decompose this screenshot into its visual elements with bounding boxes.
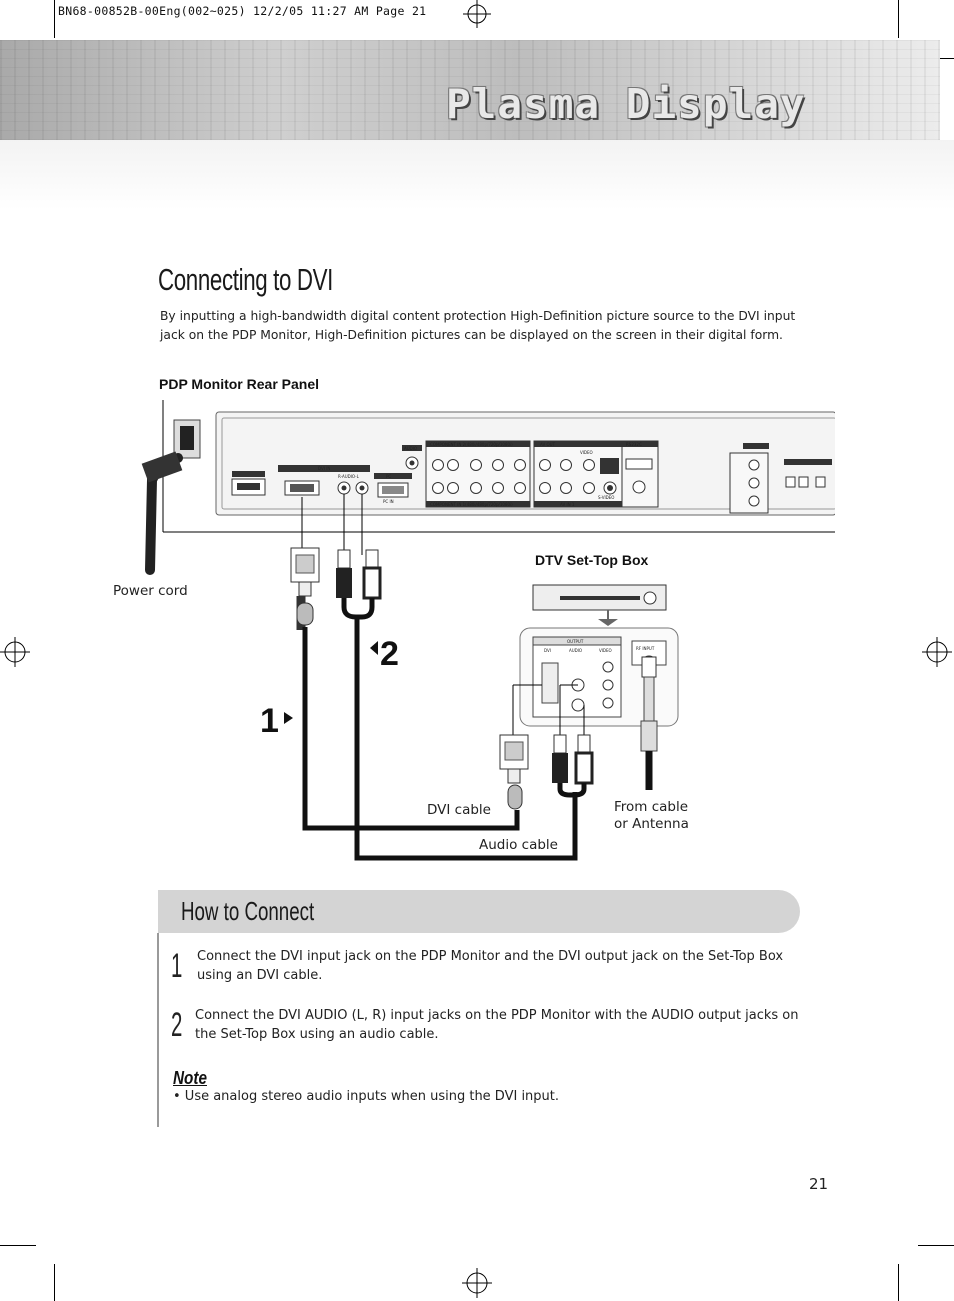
page-title: Connecting to DVI xyxy=(158,262,334,297)
rca-plugs-monitor xyxy=(336,549,382,620)
registration-mark-icon xyxy=(463,0,491,28)
power-cord xyxy=(141,451,183,575)
connection-diagram: HDMI IN DVI IN R-AUDIO-L PC PC IN AUDIO … xyxy=(141,400,835,861)
stb-rf-input-label: RF INPUT xyxy=(636,646,655,651)
av-in-label: AV IN 1 xyxy=(560,502,575,507)
dvi-plug-monitor xyxy=(290,547,320,630)
page-number: 21 xyxy=(809,1175,829,1193)
intro-paragraph: By inputting a high-bandwidth digital co… xyxy=(160,309,796,342)
note-title: Note xyxy=(173,1068,207,1088)
callout-1: 1 xyxy=(260,702,279,740)
dvi-cable-label: DVI cable xyxy=(427,802,491,818)
banner-fade xyxy=(0,140,954,210)
section-rule xyxy=(157,933,159,1127)
step-number: 1 xyxy=(171,947,183,985)
step-text: Connect the DVI input jack on the PDP Mo… xyxy=(197,949,784,983)
note-item: • Use analog stereo audio inputs when us… xyxy=(173,1089,560,1104)
dvi-plug-stb xyxy=(499,734,529,810)
rear-panel-label: PDP Monitor Rear Panel xyxy=(159,376,320,392)
stb-audio-label: AUDIO xyxy=(569,648,582,653)
rs232c-label: RS232C xyxy=(626,442,642,447)
step-number: 2 xyxy=(171,1006,183,1044)
registration-mark-icon xyxy=(0,637,30,667)
callout-2: 2 xyxy=(380,635,399,673)
pc-label: PC xyxy=(386,474,391,479)
crop-mark xyxy=(898,1264,899,1301)
antenna-label-2: or Antenna xyxy=(614,816,689,832)
video-label: VIDEO xyxy=(580,450,593,455)
section-header-bar xyxy=(158,890,800,933)
audio-cable-label: Audio cable xyxy=(479,837,558,853)
antenna-cable xyxy=(640,656,658,790)
power-cord-label: Power cord xyxy=(113,583,188,599)
step-text: Connect the DVI AUDIO (L, R) input jacks… xyxy=(195,1008,799,1042)
dvi-audio-label: R-AUDIO-L xyxy=(338,474,360,479)
print-slug: BN68-00852B-00Eng(002~025) 12/2/05 11:27… xyxy=(58,4,427,18)
rca-plugs-stb xyxy=(552,734,594,798)
stb-video-label: VIDEO xyxy=(599,648,612,653)
component-top-label: COMPONENT IN 2(480i/480p/720p/1080i) xyxy=(430,442,513,447)
pdp-rear-panel: HDMI IN DVI IN R-AUDIO-L PC PC IN AUDIO … xyxy=(162,400,835,533)
crop-mark xyxy=(0,1245,36,1246)
crop-mark xyxy=(898,0,899,38)
stb-output-label: OUTPUT xyxy=(567,639,584,644)
crop-mark xyxy=(54,0,55,38)
dvi-in-label: DVI IN xyxy=(318,466,330,471)
av-out-label: AV OUT xyxy=(540,442,556,447)
banner-title: Plasma Display xyxy=(446,80,806,128)
audio-label: AUDIO xyxy=(404,446,417,451)
pc-in-label: PC IN xyxy=(383,499,394,504)
stb-dvi-label: DVI xyxy=(544,648,551,653)
registration-mark-icon xyxy=(922,637,952,667)
crop-mark xyxy=(918,1245,954,1246)
registration-mark-icon xyxy=(462,1268,492,1298)
section-title: How to Connect xyxy=(181,896,315,926)
header-banner xyxy=(0,40,940,140)
antenna-label-1: From cable xyxy=(614,799,689,815)
s-video-label: S-VIDEO xyxy=(598,495,614,500)
stb-label: DTV Set-Top Box xyxy=(535,552,649,568)
component-bottom-label: COMPONENT IN 1(480i/480p/720p/1080i) xyxy=(430,502,513,507)
crop-mark xyxy=(54,1264,55,1301)
